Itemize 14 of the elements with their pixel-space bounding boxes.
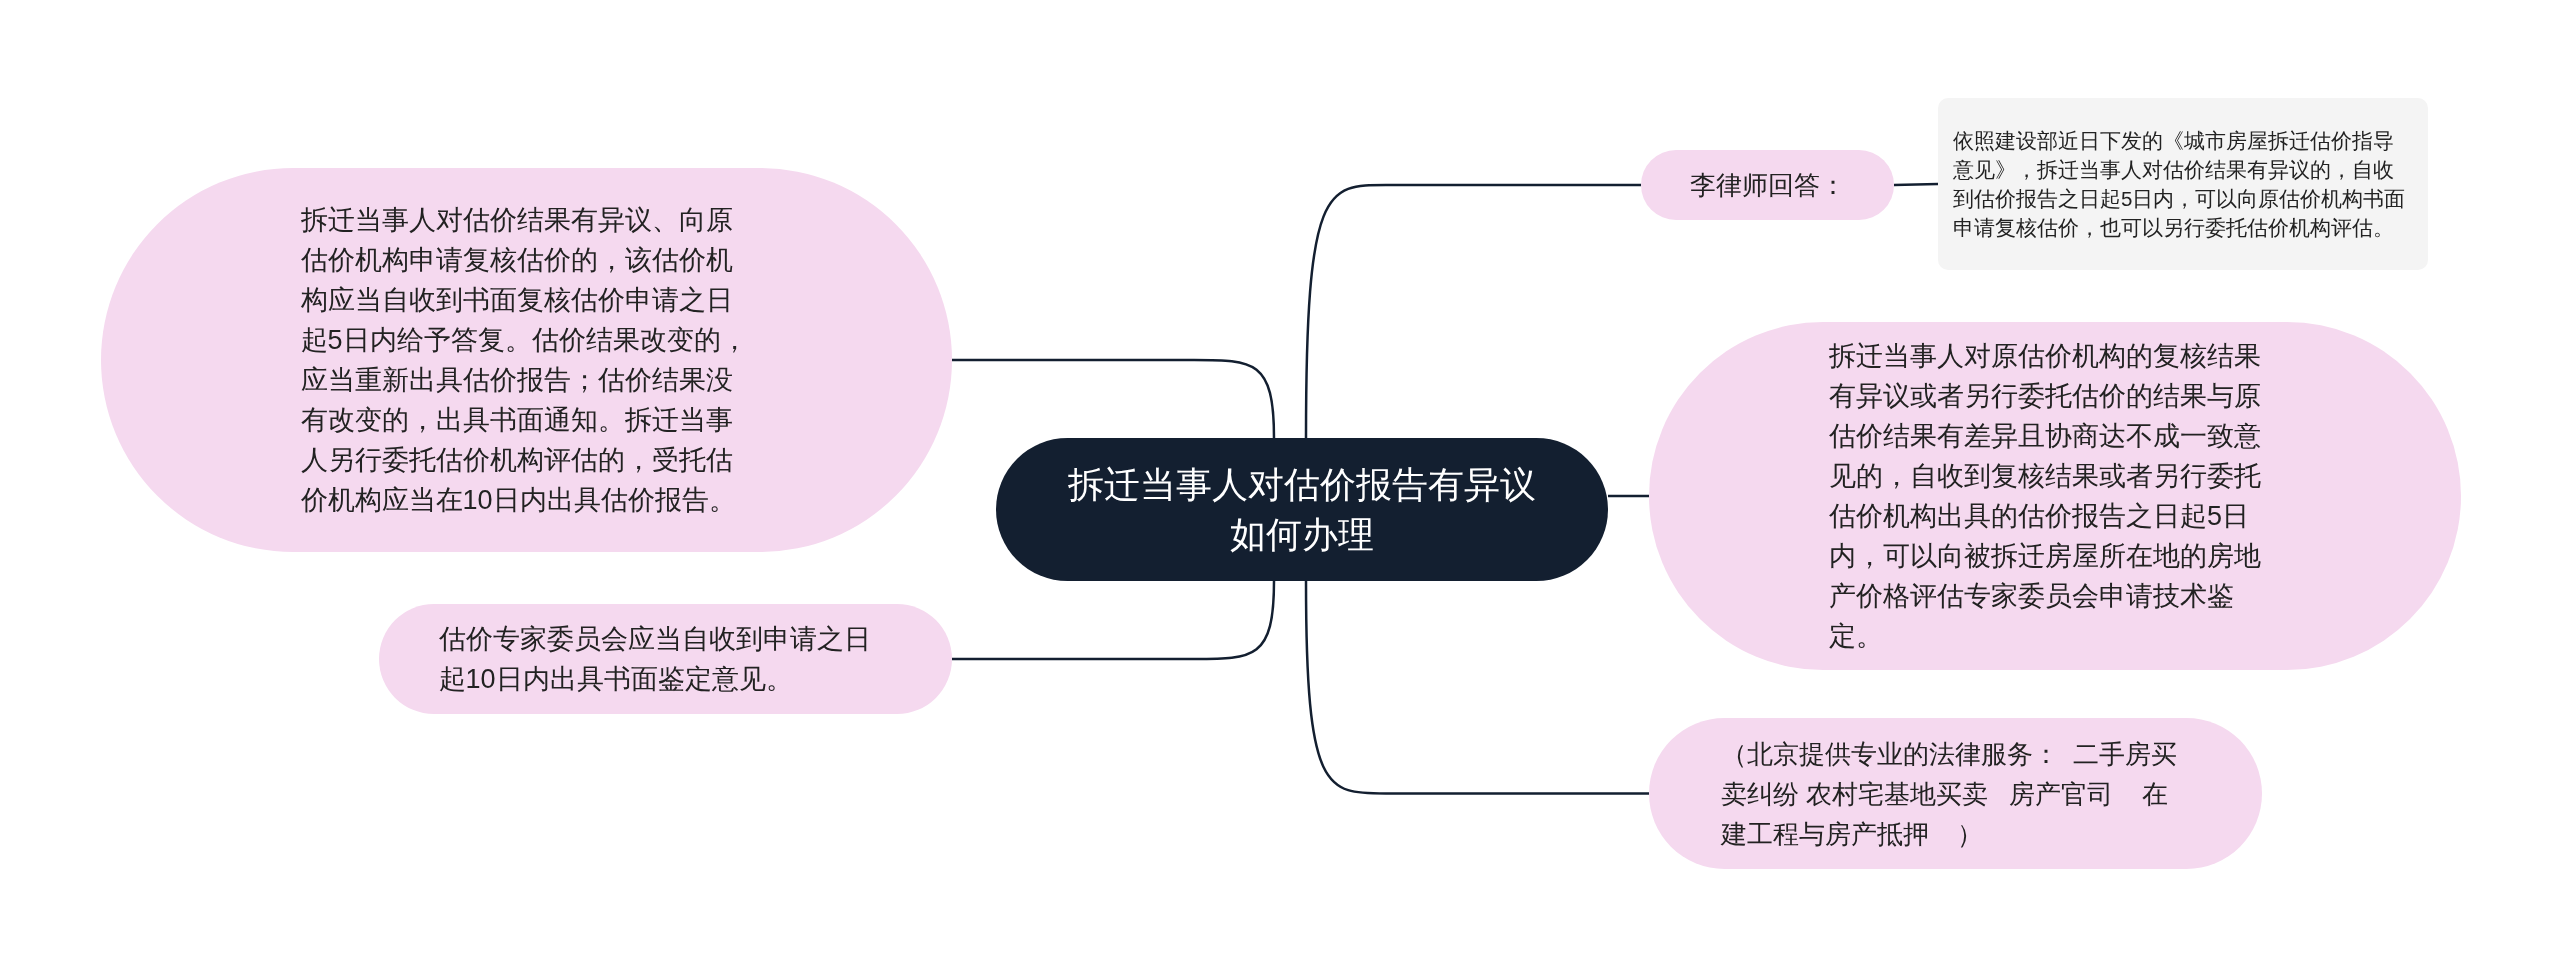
node-text: 拆迁当事人对估价报告有异议如何办理 — [1067, 462, 1537, 557]
connector-line — [1304, 581, 1649, 795]
connector-line — [952, 580, 1276, 661]
node-text: 拆迁当事人对估价结果有异议、向原估价机构申请复核估价的，该估价机构应当自收到书面复核估价申请之日起5日内给予答复。估价结果改变的，应当重新出具估价报告；估价结果没有改变的，出具书面通知。拆迁当事人另行委托估价机构评估的，受托估价机构应当在10日内出具估价报告。 — [300, 204, 749, 517]
connector-line — [1608, 494, 1649, 498]
node-text: 依照建设部近日下发的《城市房屋拆迁估价指导意见》，拆迁当事人对估价结果有异议的，自收到估价报告之日起5日内，可以向原估价机构书面申请复核估价，也可以另行委托估价机构评估。 — [1953, 128, 2407, 241]
connector-line — [1893, 182, 1939, 187]
connector-line — [1304, 183, 1641, 438]
connector-line — [952, 358, 1276, 439]
node-text: 拆迁当事人对原估价机构的复核结果有异议或者另行委托估价的结果与原估价结果有差异且协商达不成一致意见的，自收到复核结果或者另行委托估价机构出具的估价报告之日起5日内，可以向被拆迁房屋所在地的房地产价格评估专家委员会申请技术鉴定。 — [1829, 340, 2262, 653]
note-card — [1938, 98, 2428, 270]
node-text: （北京提供专业的法律服务： 二手房买卖纠纷 农村宅基地买卖 房产官司 在建工程与房产抵押 ） — [1720, 737, 2178, 851]
node-text: 估价专家委员会应当自收到申请之日起10日内出具书面鉴定意见。 — [438, 623, 872, 696]
node-text: 李律师回答： — [1688, 169, 1847, 202]
